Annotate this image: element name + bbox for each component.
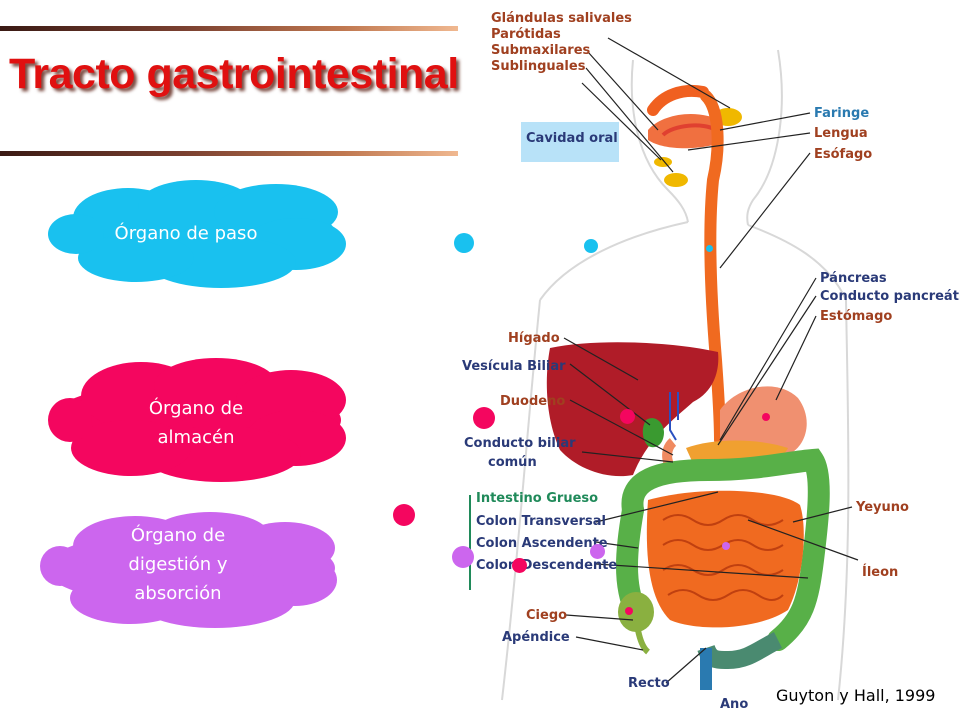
label-glandulas: Glándulas salivales [491,11,632,26]
label-ano: Ano [720,697,748,712]
digestion-label-line-1: Órgano de [130,525,226,546]
storage-label-line-2: almacén [157,427,235,448]
label-colon-descendente: Colon Descendente [476,558,617,573]
label-esofago: Esófago [814,147,872,162]
label-cavidad-oral: Cavidad oral [526,131,618,146]
bile-duct [669,392,679,441]
slide-title: Tracto gastrointestinal [9,50,459,98]
esophagus [700,90,726,446]
label-ileon: Íleon [862,564,898,580]
label-yeyuno: Yeyuno [855,500,909,515]
sublingual-gland [654,157,672,167]
sigmoid-colon [697,631,783,670]
label-ciego: Ciego [526,608,567,623]
label-parotidas: Parótidas [491,27,561,42]
label-vesicula: Vesícula Biliar [462,359,566,374]
storage-dot-colon-large [393,504,415,526]
label-faringe: Faringe [814,106,869,121]
digestion-cloud [40,512,337,628]
digestion-label-line-3: absorción [134,583,222,604]
title-rule-bottom [0,151,458,156]
citation: Guyton y Hall, 1999 [776,686,936,705]
storage-dot-small [762,413,770,421]
storage-dot-large [473,407,495,429]
oral-cavity [648,113,723,149]
label-conducto-biliar-2: común [488,455,537,470]
large-intestine [621,448,830,651]
passage-label: Órgano de paso [114,223,258,244]
label-pancreas: Páncreas [820,271,887,286]
storage-dot-colon-small [625,607,633,615]
label-conducto-pancreatico: Conducto pancreático [820,289,960,304]
digestion-dot-small [722,542,730,550]
title-rule-top [0,26,458,31]
label-apendice: Apéndice [502,630,570,645]
label-colon-transversal: Colon Transversal [476,514,606,529]
digestion-dot-medium [590,544,605,559]
label-conducto-biliar-1: Conducto biliar [464,436,576,451]
label-duodeno: Duodeno [500,394,565,409]
label-colon-ascendente: Colon Ascendente [476,536,608,551]
label-lengua: Lengua [814,126,868,141]
passage-cloud [48,180,346,288]
label-intestino-grueso: Intestino Grueso [476,491,598,506]
passage-dot-small [706,245,713,252]
gallbladder [642,418,664,448]
digestion-dot-large [452,546,474,568]
body-outline [501,49,850,701]
storage-cloud [48,358,346,482]
digestive-system-diagram: Glándulas salivales Parótidas Submaxilar… [462,11,960,712]
appendix [635,629,651,655]
label-recto: Recto [628,676,670,691]
oral-cavity-highlight [521,122,619,162]
pointer-lines [563,37,859,684]
storage-dot-medium [620,409,635,424]
label-submaxilares: Submaxilares [491,43,591,58]
label-estomago: Estómago [820,309,892,324]
storage-dot-colon-medium [512,558,527,573]
digestion-label-line-2: digestión y [128,554,228,575]
passage-dot-large [454,233,474,253]
pharynx [647,85,709,116]
liver [546,342,719,477]
small-intestine [646,490,804,628]
storage-label: Órgano de almacén [106,394,286,452]
cecum [618,592,654,632]
label-sublinguales: Sublinguales [491,59,586,74]
label-higado: Hígado [508,331,560,346]
submaxillary-gland [664,173,688,187]
passage-dot-medium [584,239,598,253]
storage-label-line-1: Órgano de [148,398,244,419]
digestion-label: Órgano de digestión y absorción [88,521,268,608]
